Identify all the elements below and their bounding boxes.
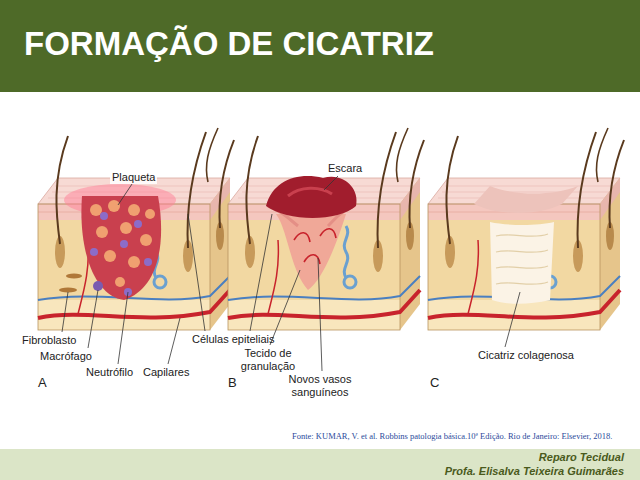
panel-letter: B bbox=[228, 376, 237, 391]
blood-cells-part bbox=[90, 204, 102, 216]
blood-cells-part bbox=[134, 220, 142, 228]
leader-lines-part bbox=[118, 184, 132, 205]
source-note: Fonte: KUMAR, V. et al. Robbins patologi… bbox=[292, 432, 612, 442]
block-c-part bbox=[490, 222, 554, 304]
leader-lines-part bbox=[168, 318, 180, 364]
block-b-part bbox=[266, 176, 357, 218]
block-a bbox=[38, 128, 234, 330]
slide-title: FORMAÇÃO DE CICATRIZ bbox=[24, 26, 434, 62]
part-label: Novos vasos sanguíneos bbox=[286, 373, 354, 398]
block-b-part bbox=[276, 214, 346, 290]
block-b-part bbox=[228, 128, 424, 330]
block-b-part bbox=[288, 188, 332, 196]
leader-lines-part bbox=[250, 214, 272, 331]
panel-letter: C bbox=[430, 376, 439, 391]
block-b-part bbox=[294, 229, 336, 264]
blood-cells-part bbox=[120, 222, 132, 234]
blood-cells-part bbox=[59, 288, 77, 293]
block-c-part bbox=[496, 234, 548, 284]
footer-text: Profa. Elisalva Teixeira Guimarães bbox=[445, 465, 624, 478]
block-c-part bbox=[428, 128, 624, 330]
blood-cells-part bbox=[104, 250, 116, 262]
blood-cells-part bbox=[108, 200, 120, 212]
blood-cells-part bbox=[66, 274, 82, 279]
leader-lines-part bbox=[118, 292, 128, 364]
leader-lines-part bbox=[318, 258, 322, 371]
panel-letter: A bbox=[38, 376, 47, 391]
part-label: Células epiteliais bbox=[192, 333, 275, 346]
leader-lines-part bbox=[505, 292, 520, 347]
block-a-part bbox=[38, 128, 234, 330]
block-b bbox=[228, 128, 424, 330]
part-label: Neutrófilo bbox=[86, 366, 133, 379]
part-label: Macrófago bbox=[40, 350, 92, 363]
blood-cells bbox=[59, 200, 155, 296]
blood-cells-part bbox=[90, 248, 98, 256]
blood-cells-part bbox=[128, 256, 140, 268]
blood-cells-part bbox=[120, 240, 128, 248]
leader-lines-part bbox=[324, 176, 338, 190]
block-c-part bbox=[474, 186, 578, 213]
blood-cells-part bbox=[144, 258, 152, 266]
leader-lines bbox=[62, 176, 520, 371]
part-label: Tecido de granulação bbox=[238, 347, 298, 372]
footer-text: Reparo Tecidual bbox=[539, 451, 624, 464]
part-label: Plaqueta bbox=[110, 171, 157, 184]
blood-cells-part bbox=[145, 209, 155, 219]
blood-cells-part bbox=[115, 277, 125, 287]
leader-lines-part bbox=[88, 290, 98, 348]
leader-lines-part bbox=[188, 214, 205, 331]
part-label: Fibroblasto bbox=[22, 334, 76, 347]
block-a-part bbox=[81, 196, 161, 300]
part-label: Escara bbox=[326, 162, 364, 175]
part-label: Capilares bbox=[143, 366, 189, 379]
blood-cells-part bbox=[100, 212, 108, 220]
blood-cells-part bbox=[128, 204, 140, 216]
part-label: Cicatriz colagenosa bbox=[478, 349, 574, 362]
blood-cells-part bbox=[140, 234, 152, 246]
blood-cells-part bbox=[93, 281, 103, 291]
leader-lines-part bbox=[62, 292, 68, 332]
block-c bbox=[428, 128, 624, 330]
blood-cells-part bbox=[96, 226, 108, 238]
